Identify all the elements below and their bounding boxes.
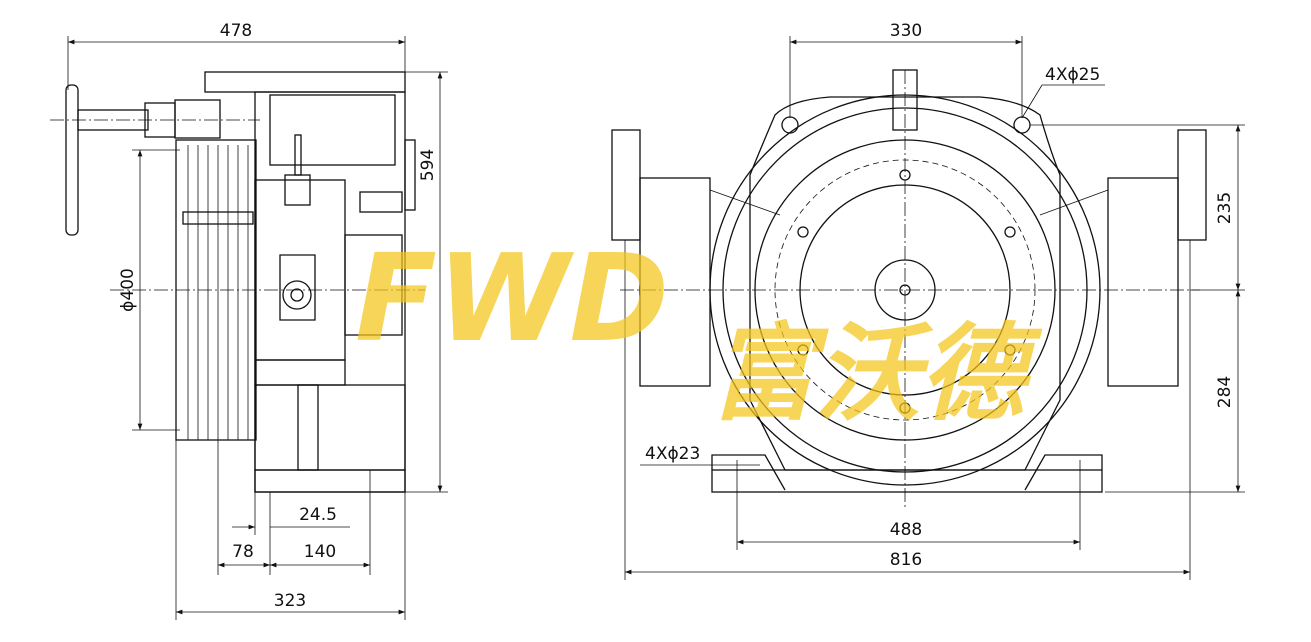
dim-phi400: ϕ400 [118, 268, 138, 312]
dim-140: 140 [304, 542, 336, 562]
dim-24-5: 24.5 [299, 505, 337, 525]
dim-594: 594 [418, 149, 438, 181]
flange-bolts [797, 169, 1016, 414]
dim-488: 488 [890, 520, 922, 540]
dim-4x-phi25: 4Xϕ25 [1045, 65, 1100, 85]
dim-284: 284 [1215, 376, 1235, 408]
dim-330: 330 [890, 21, 922, 41]
watermark-chinese: 富沃德 [710, 313, 1043, 435]
dim-235: 235 [1215, 192, 1235, 224]
dim-78: 78 [232, 542, 254, 562]
side-view: 478 594 ϕ400 24.5 78 140 323 [50, 21, 448, 620]
fwd-watermark-logo: FWD 富沃德 [355, 230, 1043, 435]
dim-4x-phi23: 4Xϕ23 [645, 444, 700, 464]
dim-323: 323 [274, 591, 306, 611]
watermark-latin: FWD [355, 230, 669, 369]
sheave-grooves [187, 145, 249, 440]
dim-478: 478 [220, 21, 252, 41]
front-view: 330 4Xϕ25 235 284 4Xϕ23 488 816 [611, 21, 1245, 580]
dim-816: 816 [890, 550, 922, 570]
